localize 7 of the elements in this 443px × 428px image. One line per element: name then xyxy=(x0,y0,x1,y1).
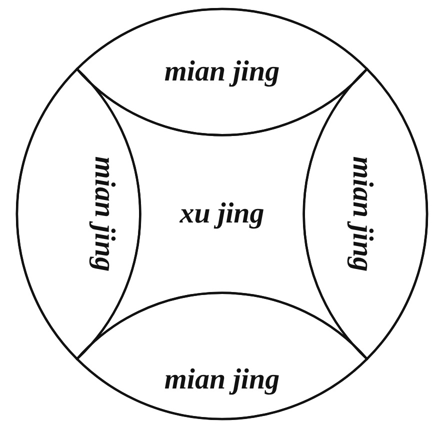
region-label: mian jing xyxy=(90,156,118,272)
region-label: mian jing xyxy=(164,366,280,394)
region-label: mian jing xyxy=(164,58,280,86)
segment-region xyxy=(303,69,428,359)
region-label: mian jing xyxy=(348,156,376,272)
region-label: xu jing xyxy=(180,200,264,228)
segment-region xyxy=(77,292,367,420)
